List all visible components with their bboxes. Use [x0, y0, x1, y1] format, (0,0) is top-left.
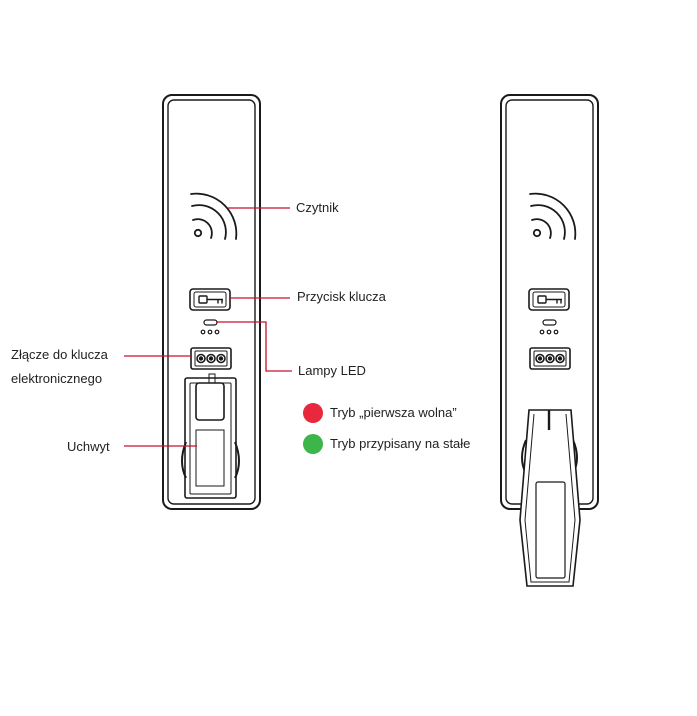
key-icon	[537, 295, 562, 304]
key-connector	[529, 347, 571, 370]
legend-dot-green	[303, 434, 323, 454]
lock-body-inner	[167, 99, 256, 505]
label-key-button: Przycisk klucza	[297, 289, 386, 304]
label-reader: Czytnik	[296, 200, 339, 215]
label-connector-line1: Złącze do klucza	[11, 347, 108, 362]
lock-open	[500, 94, 599, 587]
callout-lines	[124, 207, 292, 447]
reader-nfc-icon	[190, 192, 238, 240]
label-handle: Uchwyt	[67, 439, 110, 454]
key-button	[528, 288, 570, 311]
handle-open	[519, 409, 581, 587]
handle-closed	[181, 373, 240, 499]
key-icon	[198, 295, 223, 304]
key-button	[189, 288, 231, 311]
legend-label-first-free: Tryb „pierwsza wolna”	[330, 405, 457, 420]
lock-body-outer	[162, 94, 261, 510]
callout-line-led	[216, 321, 292, 372]
label-connector-line2: elektronicznego	[11, 371, 103, 386]
legend-label-permanent: Tryb przypisany na stałe	[330, 436, 471, 451]
lock-closed	[162, 94, 261, 510]
label-led-lamps: Lampy LED	[298, 363, 366, 378]
legend-dot-red	[303, 403, 323, 423]
led-lamps	[539, 319, 559, 335]
reader-nfc-icon	[529, 192, 577, 240]
key-connector	[190, 347, 232, 370]
